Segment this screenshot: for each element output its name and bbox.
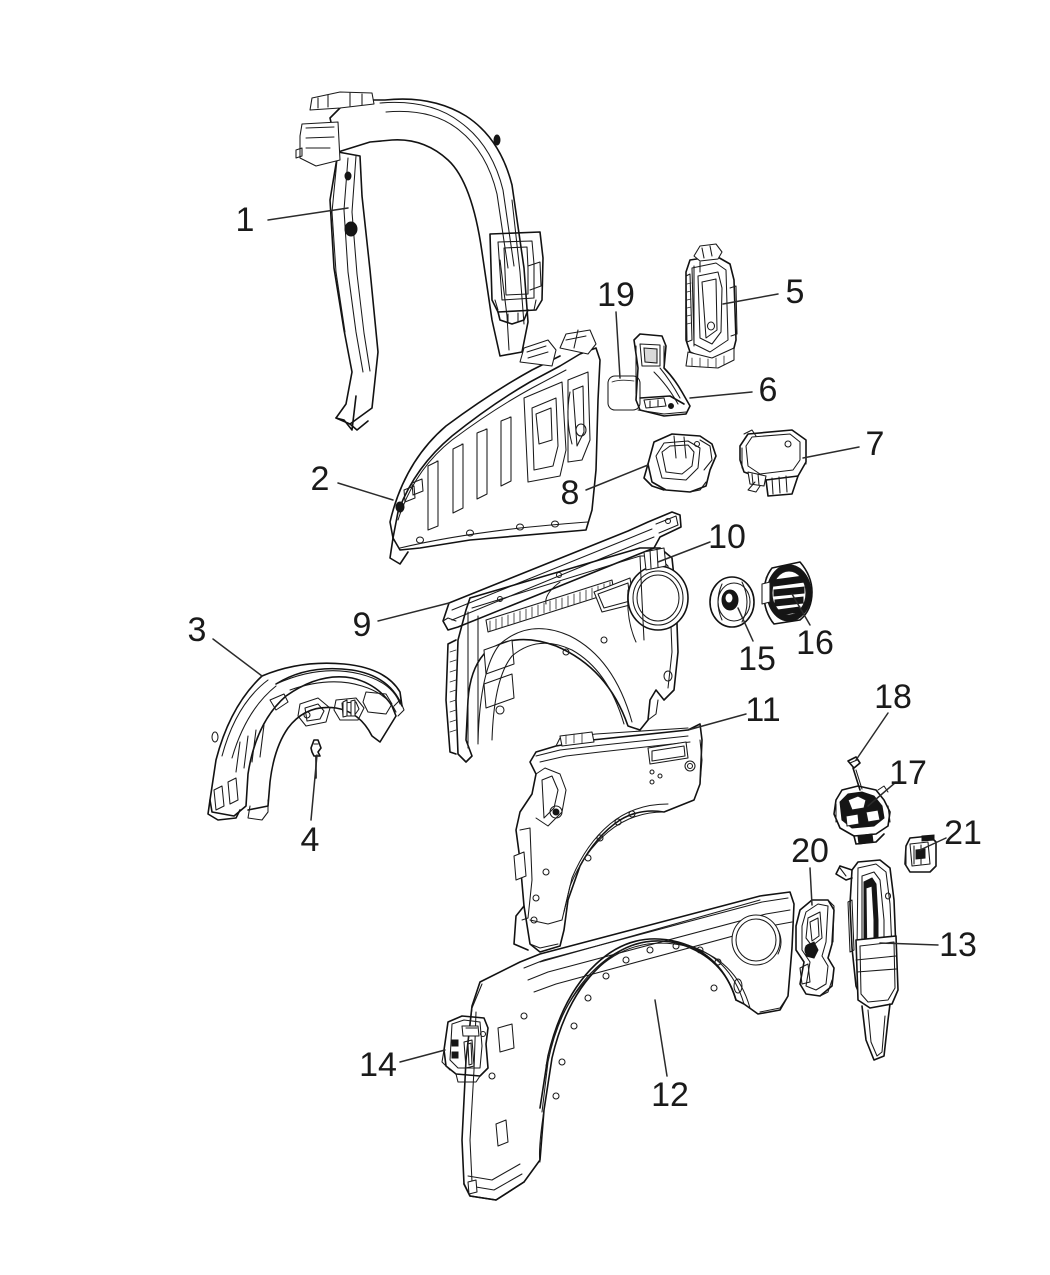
part-11-quarter-outer-upper-panel (513, 723, 703, 953)
part-19-access-hole-plug-cover (607, 375, 641, 411)
callout-label-3: 3 (187, 611, 207, 649)
part-10-quarter-inner-panel-fuel-filler (445, 547, 689, 763)
callout-label-10: 10 (708, 518, 746, 556)
part-7-rear-shock-tower-cap (739, 429, 807, 497)
part-20-d-pillar-outer-closeout-panel (795, 899, 835, 997)
callout-label-17: 17 (889, 754, 927, 792)
part-6-seat-belt-anchor-bracket (633, 333, 691, 417)
callout-label-4: 4 (300, 821, 320, 859)
callout-label-5: 5 (785, 273, 805, 311)
callout-label-8: 8 (560, 474, 580, 512)
callout-label-15: 15 (738, 640, 776, 678)
callout-label-21: 21 (944, 814, 982, 852)
part-21-wiring-retainer-clip (904, 834, 937, 873)
callout-label-20: 20 (791, 832, 829, 870)
callout-label-1: 1 (235, 201, 255, 239)
part-18-mounting-bolt-screw (847, 756, 863, 791)
callout-label-6: 6 (758, 371, 778, 409)
callout-leader-lines (212, 207, 947, 1077)
part-1-b-pillar-inner-reinforcement (295, 91, 544, 431)
part-2-wheelhouse-outer-brace (389, 329, 601, 565)
part-5-quarter-inner-panel-reinforcement (685, 243, 738, 369)
callout-label-13: 13 (939, 926, 977, 964)
part-12-quarter-outer-body-side-panel (461, 891, 795, 1201)
part-15-fuel-filler-housing-ring (709, 576, 755, 628)
part-8-wheelhouse-gusset-bracket (643, 433, 717, 493)
part-3-wheelhouse-liner-splash-shield (207, 662, 405, 821)
callout-label-16: 16 (796, 624, 834, 662)
callout-label-9: 9 (352, 606, 372, 644)
callout-label-19: 19 (597, 276, 635, 314)
callout-label-18: 18 (874, 678, 912, 716)
part-13-d-pillar-inner-reinforcement (835, 859, 899, 1061)
part-14-tailgate-striker-bracket (441, 1015, 489, 1083)
callout-label-11: 11 (745, 691, 781, 729)
callout-label-2: 2 (310, 460, 330, 498)
callout-label-12: 12 (651, 1076, 689, 1114)
callout-label-7: 7 (865, 425, 885, 463)
callout-label-14: 14 (359, 1046, 397, 1084)
